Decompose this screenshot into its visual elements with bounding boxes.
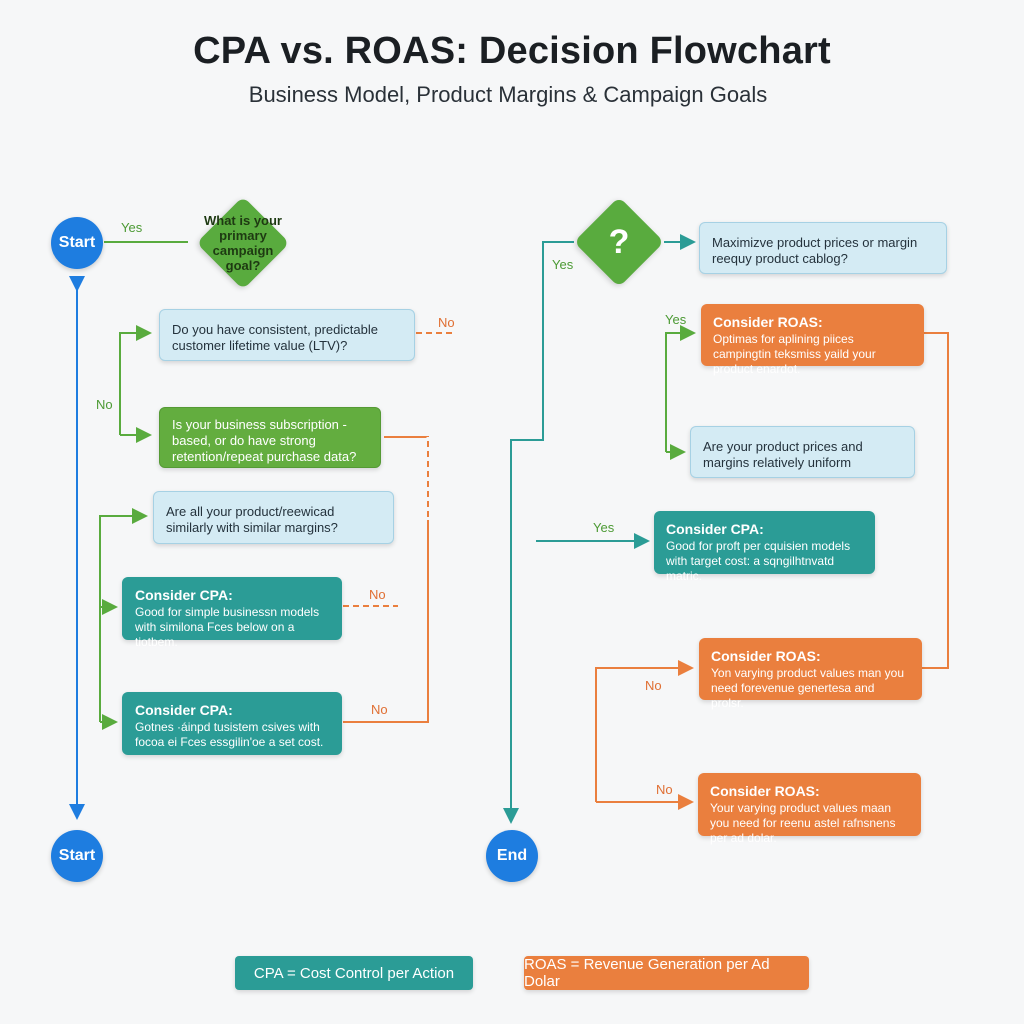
cpa-box-1[interactable]: Consider CPA: Good for simple businessn …: [122, 577, 342, 649]
connector-roas1-roas2: [922, 332, 949, 669]
goal-diamond-text: What is your primary campaign goal?: [203, 213, 282, 273]
connector-products-bracket: [99, 508, 148, 722]
label-no-cpa1: No: [369, 587, 386, 602]
margin-question-box[interactable]: Maximizve product prices or margin reequ…: [699, 222, 947, 274]
roas-box-1-body: Optimas for aplining piices campingtin t…: [713, 332, 876, 376]
connector-roas1-bracket: [665, 325, 696, 452]
roas-box-3-title: Consider ROAS:: [710, 783, 820, 799]
question-mark-icon: ?: [608, 222, 630, 261]
end-node[interactable]: End: [486, 830, 538, 882]
label-no-ltv: No: [438, 315, 455, 330]
start-node-top[interactable]: Start: [51, 217, 103, 269]
page-subtitle: Business Model, Product Margins & Campai…: [248, 82, 768, 107]
uniform-question-box[interactable]: Are your product prices and margins rela…: [690, 426, 915, 478]
roas-box-2[interactable]: Consider ROAS: Yon varying product value…: [699, 638, 922, 710]
roas-box-1[interactable]: Consider ROAS: Optimas for aplining piic…: [701, 304, 924, 376]
goal-diamond[interactable]: What is your primary campaign goal?: [188, 196, 298, 290]
subscription-question-box[interactable]: Is your business subscription -based, or…: [159, 407, 381, 468]
roas-box-2-body: Yon varying product values man you need …: [711, 666, 905, 710]
label-yes-cpa: Yes: [593, 520, 615, 535]
roas-box-3[interactable]: Consider ROAS: Your varying product valu…: [698, 773, 921, 845]
label-yes-top: Yes: [121, 220, 143, 235]
cpa-box-3[interactable]: Consider CPA: Good for proft per cquisie…: [654, 511, 875, 583]
legend-cpa: CPA = Cost Control per Action: [235, 956, 473, 990]
label-no-cpa2: No: [371, 702, 388, 717]
start-node-bottom[interactable]: Start: [51, 830, 103, 882]
label-yes-diamond: Yes: [552, 257, 574, 272]
label-no-left: No: [96, 397, 113, 412]
connector-subscription-no: [343, 436, 429, 723]
cpa-box-1-title: Consider CPA:: [135, 587, 233, 603]
cpa-box-2-title: Consider CPA:: [135, 702, 233, 718]
cpa-box-2-body: Gotnes ·áinpd tusistem csives with focoa…: [135, 720, 324, 749]
ltv-question-box[interactable]: Do you have consistent, predictable cust…: [159, 309, 415, 361]
label-no-roas3: No: [656, 782, 673, 797]
connector-no-roas2: [595, 660, 694, 802]
roas-box-3-body: Your varying product values maan you nee…: [710, 801, 896, 845]
roas-box-2-title: Consider ROAS:: [711, 648, 821, 664]
label-yes-roas: Yes: [665, 312, 687, 327]
connector-no-bracket: [119, 325, 152, 435]
label-no-roas2: No: [645, 678, 662, 693]
cpa-box-3-body: Good for proft per cquisien models with …: [666, 539, 851, 583]
cpa-box-3-title: Consider CPA:: [666, 521, 764, 537]
cpa-box-2[interactable]: Consider CPA: Gotnes ·áinpd tusistem csi…: [122, 692, 342, 755]
products-question-box[interactable]: Are all your product/reewicad similarly …: [153, 491, 394, 544]
connector-diamond-end: [503, 241, 574, 824]
page-title: CPA vs. ROAS: Decision Flowchart: [193, 30, 831, 72]
roas-box-1-title: Consider ROAS:: [713, 314, 823, 330]
cpa-box-1-body: Good for simple businessn models with si…: [135, 605, 320, 649]
question-diamond[interactable]: ?: [573, 196, 665, 288]
legend-roas: ROAS = Revenue Generation per Ad Dolar: [524, 956, 809, 990]
